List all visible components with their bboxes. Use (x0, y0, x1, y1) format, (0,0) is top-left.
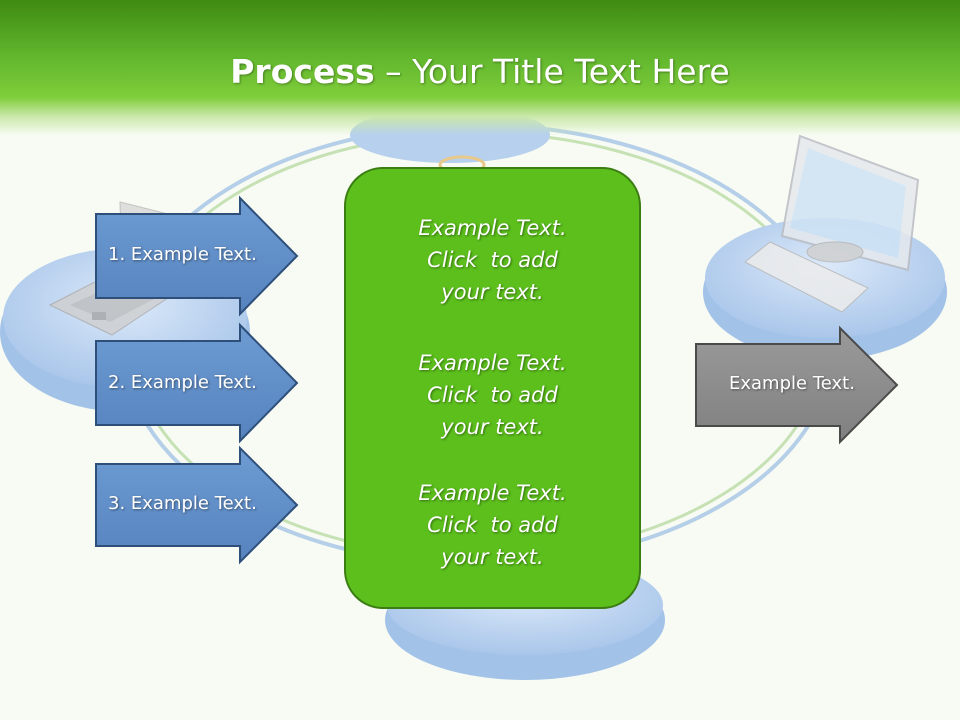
center-text-line: your text. (441, 415, 544, 439)
center-text-line: your text. (441, 280, 544, 304)
center-box[interactable] (344, 167, 641, 609)
center-text-block-2: Example Text. Click to add your text. (345, 347, 640, 443)
title-bar (0, 0, 960, 135)
input-arrow-3[interactable] (95, 445, 299, 565)
slide-title: Process – Your Title Text Here (0, 52, 960, 91)
title-bold: Process (230, 52, 375, 91)
input-arrow-2[interactable] (95, 322, 299, 444)
center-text-block-3: Example Text. Click to add your text. (345, 477, 640, 573)
output-arrow[interactable] (695, 325, 899, 445)
desktop-computer-icon (744, 134, 920, 313)
center-text-block-1: Example Text. Click to add your text. (345, 212, 640, 308)
input-arrow-1-label: 1. Example Text. (108, 244, 257, 265)
output-arrow-label: Example Text. (729, 373, 855, 394)
center-text-line: Example Text. (418, 351, 567, 375)
center-text-line: Click to add (427, 248, 558, 272)
center-text-line: Example Text. (418, 481, 567, 505)
title-rest: – Your Title Text Here (374, 52, 730, 91)
center-text-line: Click to add (427, 513, 558, 537)
input-arrow-3-label: 3. Example Text. (108, 493, 257, 514)
input-arrow-2-label: 2. Example Text. (108, 372, 257, 393)
center-text-line: your text. (441, 545, 544, 569)
center-text-line: Click to add (427, 383, 558, 407)
center-text-line: Example Text. (418, 216, 567, 240)
input-arrow-1[interactable] (95, 195, 299, 317)
